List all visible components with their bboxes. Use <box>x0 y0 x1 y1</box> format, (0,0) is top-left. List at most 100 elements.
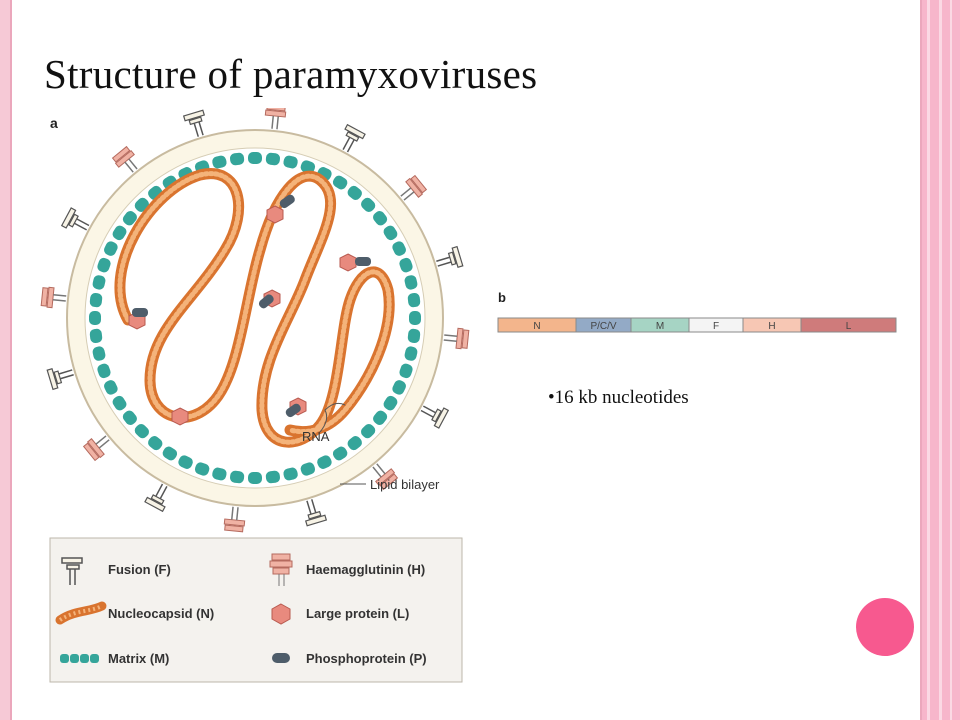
matrix-protein <box>373 211 388 226</box>
haemagglutinin-icon <box>269 553 293 586</box>
fusion-icon <box>61 557 83 585</box>
slide-title: Structure of paramyxoviruses <box>44 51 538 97</box>
haemagglutinin-spike <box>82 435 110 462</box>
phosphoprotein-marker <box>279 194 295 209</box>
matrix-protein <box>212 467 227 481</box>
phosphoprotein-marker <box>285 403 301 418</box>
matrix-protein <box>248 472 262 484</box>
matrix-protein <box>162 446 178 461</box>
legend-large-protein: Large protein (L) <box>306 606 409 621</box>
matrix-protein <box>300 160 316 174</box>
matrix-protein <box>134 197 149 212</box>
matrix-protein <box>347 436 362 451</box>
matrix-protein <box>178 455 193 469</box>
gene-label: M <box>656 321 664 332</box>
bullet-text: •16 kb nucleotides <box>548 387 689 408</box>
gene-segments: N P/C/V M F H L <box>497 317 897 333</box>
matrix-protein <box>383 395 398 411</box>
legend-haemagglutinin: Haemagglutinin (H) <box>306 562 425 577</box>
matrix-protein <box>347 185 362 200</box>
matrix-protein <box>361 424 376 439</box>
nucleocapsid-texture <box>117 171 392 445</box>
matrix-protein <box>409 311 421 325</box>
legend-fusion: Fusion (F) <box>108 562 171 577</box>
matrix-protein <box>404 275 418 290</box>
matrix-protein <box>92 346 106 361</box>
fusion-spike <box>342 123 366 153</box>
fusion-spike <box>304 499 328 527</box>
phosphoprotein-marker <box>132 308 148 317</box>
matrix-protein <box>283 155 298 169</box>
matrix-protein <box>392 380 406 395</box>
genome-map: b N P/C/V M F H L <box>497 290 897 333</box>
matrix-protein <box>112 395 127 411</box>
large-protein-marker <box>171 407 189 426</box>
matrix-protein <box>112 225 127 241</box>
matrix-protein <box>404 346 418 361</box>
matrix-protein <box>383 225 398 241</box>
large-protein-marker <box>339 253 357 272</box>
matrix-protein <box>248 152 262 164</box>
phosphoprotein-marker <box>258 294 274 309</box>
matrix-protein <box>392 241 406 256</box>
fusion-spike <box>182 109 206 137</box>
left-border-line <box>10 0 12 720</box>
matrix-protein <box>332 446 348 461</box>
large-protein-icon <box>271 603 291 625</box>
virus-structure-diagram: a RNA Lipid bilayer Fusion (F) <box>40 108 470 683</box>
matrix-protein <box>134 424 149 439</box>
panel-b-label: b <box>498 290 506 305</box>
polymerase-complexes <box>128 194 371 426</box>
matrix-protein <box>407 328 421 344</box>
bullet-label: 16 kb nucleotides <box>554 387 689 408</box>
matrix-protein <box>361 197 376 212</box>
right-border-stripe <box>927 0 930 720</box>
haemagglutinin-spike <box>443 327 470 350</box>
matrix-protein <box>317 455 332 469</box>
gene-label: H <box>768 321 775 332</box>
gene-label: N <box>533 321 540 332</box>
large-protein-marker <box>266 205 284 224</box>
haemagglutinin-spike <box>372 463 399 491</box>
surface-glycoproteins <box>40 108 470 533</box>
gene-label: F <box>713 321 719 332</box>
right-border-stripe <box>939 0 942 720</box>
matrix-protein <box>212 155 227 169</box>
left-border <box>0 0 10 720</box>
matrix-protein <box>229 470 245 484</box>
fusion-spike <box>420 405 450 429</box>
right-border-line <box>920 0 922 720</box>
gene-segment-l <box>800 317 897 333</box>
haemagglutinin-spike <box>223 506 246 533</box>
legend-matrix: Matrix (M) <box>108 651 169 666</box>
matrix-protein <box>399 257 413 273</box>
fusion-spike <box>144 483 168 513</box>
haemagglutinin-spike <box>264 108 287 130</box>
fusion-spike <box>436 245 464 269</box>
matrix-protein <box>122 211 137 226</box>
accent-circle <box>856 598 914 656</box>
nucleocapsid-coils <box>114 168 395 448</box>
gene-label: P/C/V <box>590 321 616 332</box>
matrix-protein <box>89 311 101 325</box>
matrix-protein <box>229 152 245 166</box>
haemagglutinin-spike <box>40 286 67 309</box>
nucleocapsid-icon <box>55 601 107 625</box>
matrix-protein <box>104 241 118 256</box>
fusion-spike <box>60 207 90 231</box>
haemagglutinin-spike <box>111 145 138 173</box>
matrix-protein <box>104 380 118 395</box>
matrix-protein <box>373 410 388 425</box>
gene-label: L <box>846 321 852 332</box>
fusion-spike <box>46 367 74 391</box>
haemagglutinin-spike <box>400 174 428 201</box>
matrix-protein <box>97 363 111 379</box>
legend-box <box>49 537 463 683</box>
matrix-protein <box>122 410 137 425</box>
legend-phosphoprotein: Phosphoprotein (P) <box>306 651 427 666</box>
matrix-protein <box>399 363 413 379</box>
matrix-protein <box>89 328 103 344</box>
matrix-protein <box>97 257 111 273</box>
matrix-protein <box>148 436 163 451</box>
phosphoprotein-marker <box>355 257 371 266</box>
